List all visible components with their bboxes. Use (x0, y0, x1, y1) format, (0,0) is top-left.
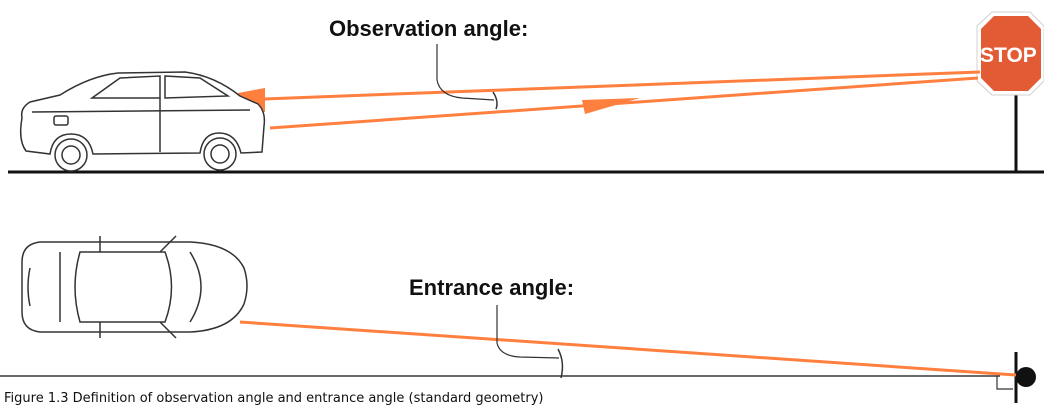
stop-sign-icon: STOP (976, 11, 1044, 96)
observation-angle-arc (492, 91, 498, 110)
car-top-icon (21, 235, 248, 339)
observation-angle-label: Observation angle: (329, 16, 528, 41)
figure-caption: Figure 1.3 Definition of observation ang… (4, 391, 544, 406)
return-ray (209, 70, 981, 103)
observation-angle-leader (436, 44, 495, 101)
incident-ray (269, 76, 979, 130)
right-angle-marker (996, 376, 1013, 390)
entrance-angle-leader (496, 305, 560, 359)
car-side-icon (19, 71, 266, 172)
entrance-angle-label: Entrance angle: (409, 275, 574, 300)
entrance-angle-arc (557, 348, 564, 379)
stop-sign-text: STOP (980, 44, 1037, 67)
reflector-icon (1016, 367, 1036, 387)
incident-ray-arrowhead (582, 98, 640, 114)
entrance-ray (239, 320, 1017, 377)
